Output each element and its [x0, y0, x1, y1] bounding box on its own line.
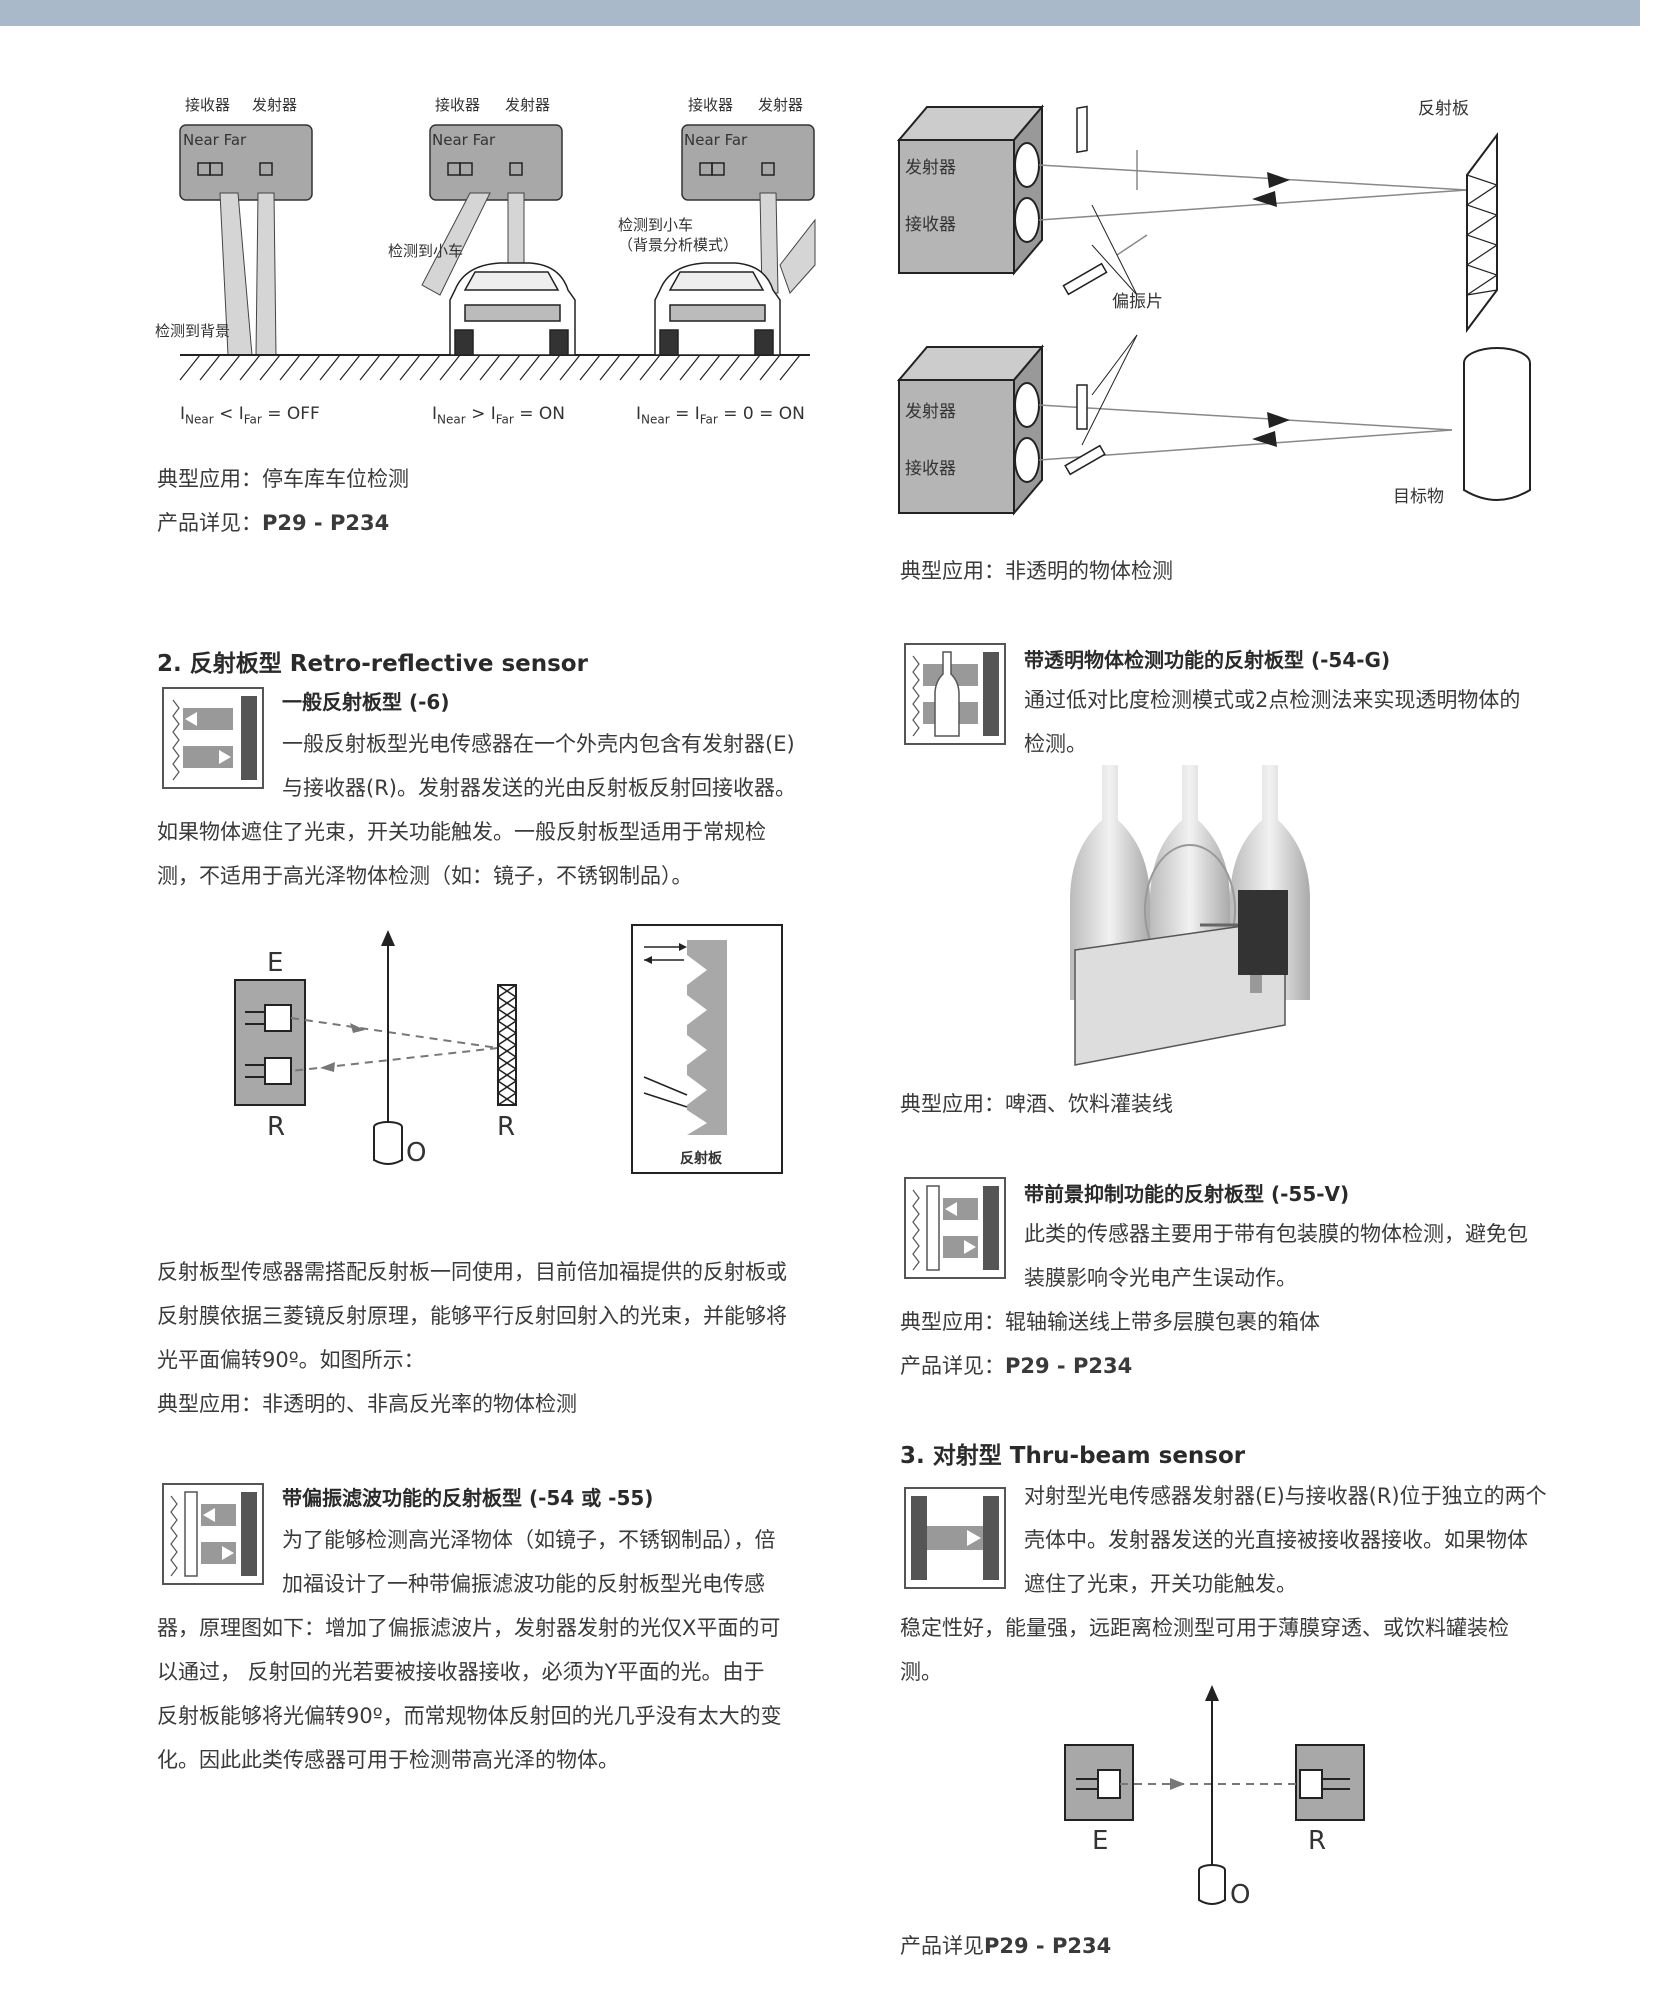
polar-application: 典型应用：非透明的物体检测 — [900, 559, 1173, 583]
transparent-object-icon — [904, 643, 1006, 745]
emitter-label-3: 发射器 — [758, 96, 804, 114]
receiver-label-3: 接收器 — [688, 96, 734, 114]
bottles-illustration — [1070, 765, 1310, 1066]
thru-E-label: E — [1092, 1826, 1109, 1856]
emitter-label-2: 发射器 — [505, 96, 551, 114]
s3-line3: 遮住了光束，开关功能触发。 — [1024, 1572, 1297, 1596]
detail-pages: P29 - P234 — [262, 511, 390, 535]
p2-line1: 反射板型传感器需搭配反射板一同使用，目前倍加福提供的反射板或 — [157, 1260, 787, 1284]
detail-pages: P29 - P234 — [1005, 1354, 1133, 1378]
s3-product-detail: 产品详见P29 - P234 — [900, 1930, 1111, 1960]
sub1-line2: 与接收器(R)。发射器发送的光由反射板反射回接收器。 — [282, 776, 796, 800]
sub2-title: 带偏振滤波功能的反射板型 (-54 或 -55) — [282, 1486, 654, 1510]
sub2-line5: 反射板能够将光偏转90º，而常规物体反射回的光几乎没有太大的变 — [157, 1704, 782, 1728]
polarization-icon — [162, 1483, 264, 1585]
sub4-title: 带前景抑制功能的反射板型 (-55-V) — [1024, 1182, 1350, 1206]
thru-beam-figure — [1064, 1685, 1365, 1905]
near-far-label-1: Near Far — [183, 131, 247, 149]
equation-1: INear < IFar = OFF — [180, 404, 320, 427]
target-label: 目标物 — [1393, 487, 1444, 507]
emitter-label-bottom: 发射器 — [905, 402, 956, 422]
section2-heading: 2. 反射板型 Retro-reflective sensor — [157, 651, 588, 677]
fig-R2-label: R — [497, 1112, 516, 1142]
p2-line3: 光平面偏转90º。如图所示： — [157, 1348, 425, 1372]
s3-line4: 稳定性好，能量强，远距离检测型可用于薄膜穿透、或饮料罐装检 — [900, 1616, 1509, 1640]
near-far-label-3: Near Far — [684, 131, 748, 149]
detail-label: 产品详见： — [900, 1354, 1005, 1378]
fig-O-label: O — [406, 1138, 427, 1168]
sub2-line6: 化。因此此类传感器可用于检测带高光泽的物体。 — [157, 1748, 619, 1772]
receiver-label-2: 接收器 — [435, 96, 481, 114]
sub2-line4: 以通过， 反射回的光若要被接收器接收，必须为Y平面的光。由于 — [157, 1660, 765, 1684]
emitter-label-top: 发射器 — [905, 158, 956, 178]
sub4-product-detail: 产品详见：P29 - P234 — [900, 1344, 1132, 1388]
sub3-line2: 检测。 — [1024, 732, 1087, 756]
s3-line1: 对射型光电传感器发射器(E)与接收器(R)位于独立的两个 — [1024, 1484, 1547, 1508]
sub3-line1: 通过低对比度检测模式或2点检测法来实现透明物体的 — [1024, 688, 1521, 712]
polarization-diagram — [896, 104, 1531, 516]
receiver-label-bottom: 接收器 — [905, 459, 956, 479]
receiver-label-1: 接收器 — [185, 96, 231, 114]
detect-car-label: 检测到小车 — [388, 242, 464, 260]
sub1-title: 一般反射板型 (-6) — [282, 690, 450, 714]
sub2-line1: 为了能够检测高光泽物体（如镜子，不锈钢制品），倍 — [282, 1528, 776, 1552]
detail-label: 产品详见 — [900, 1934, 984, 1958]
detail-label: 产品详见： — [157, 511, 262, 535]
reflector-figure — [631, 924, 783, 1174]
polarizer-label: 偏振片 — [1112, 292, 1163, 312]
thru-beam-icon — [904, 1487, 1006, 1589]
parking-svg — [179, 124, 816, 381]
sub4-line2: 装膜影响令光电产生误动作。 — [1024, 1266, 1297, 1290]
retro-principle-figure — [234, 930, 518, 1165]
section3-heading: 3. 对射型 Thru-beam sensor — [900, 1443, 1246, 1469]
parking-application: 典型应用：停车库车位检测 — [157, 467, 409, 491]
p2-line2: 反射膜依据三菱镜反射原理，能够平行反射回射入的光束，并能够将 — [157, 1304, 787, 1328]
fig-E-label: E — [267, 948, 284, 978]
detail-pages: P29 - P234 — [984, 1934, 1112, 1958]
s3-line5: 测。 — [900, 1660, 942, 1684]
top-banner — [0, 0, 1640, 26]
detect-car-2-label: 检测到小车 — [618, 216, 694, 234]
sub2-line2: 加福设计了一种带偏振滤波功能的反射板型光电传感 — [282, 1572, 765, 1596]
fig-reflector-label: 反射板 — [680, 1151, 722, 1167]
foreground-suppression-icon — [904, 1177, 1006, 1279]
emitter-label-1: 发射器 — [252, 96, 298, 114]
equation-2: INear > IFar = ON — [432, 404, 565, 427]
fig-R-label: R — [267, 1112, 286, 1142]
sub2-line3: 器，原理图如下：增加了偏振滤波片，发射器发射的光仅X平面的可 — [157, 1616, 781, 1640]
retro-reflective-icon — [162, 687, 264, 789]
detect-background-label: 检测到背景 — [155, 322, 231, 340]
receiver-label-top: 接收器 — [905, 215, 956, 235]
thru-R-label: R — [1308, 1826, 1327, 1856]
sub3-application: 典型应用：啤酒、饮料灌装线 — [900, 1092, 1173, 1116]
parking-product-detail: 产品详见：P29 - P234 — [157, 507, 389, 537]
s3-line2: 壳体中。发射器发送的光直接被接收器接收。如果物体 — [1024, 1528, 1528, 1552]
sub3-title: 带透明物体检测功能的反射板型 (-54-G) — [1024, 648, 1391, 672]
sub1-line1: 一般反射板型光电传感器在一个外壳内包含有发射器(E) — [282, 732, 795, 756]
sub4-application: 典型应用：辊轴输送线上带多层膜包裹的箱体 — [900, 1310, 1320, 1334]
p2-line4: 典型应用：非透明的、非高反光率的物体检测 — [157, 1392, 577, 1416]
detect-car-2-mode-label: （背景分析模式） — [618, 236, 739, 254]
near-far-label-2: Near Far — [432, 131, 496, 149]
reflector-label: 反射板 — [1418, 99, 1469, 119]
thru-O-label: O — [1230, 1880, 1251, 1910]
sub1-line4: 测，不适用于高光泽物体检测（如：镜子，不锈钢制品）。 — [157, 864, 693, 888]
equation-3: INear = IFar = 0 = ON — [636, 404, 805, 427]
sub4-line1: 此类的传感器主要用于带有包装膜的物体检测，避免包 — [1024, 1222, 1528, 1246]
sub1-line3: 如果物体遮住了光束，开关功能触发。一般反射板型适用于常规检 — [157, 820, 766, 844]
